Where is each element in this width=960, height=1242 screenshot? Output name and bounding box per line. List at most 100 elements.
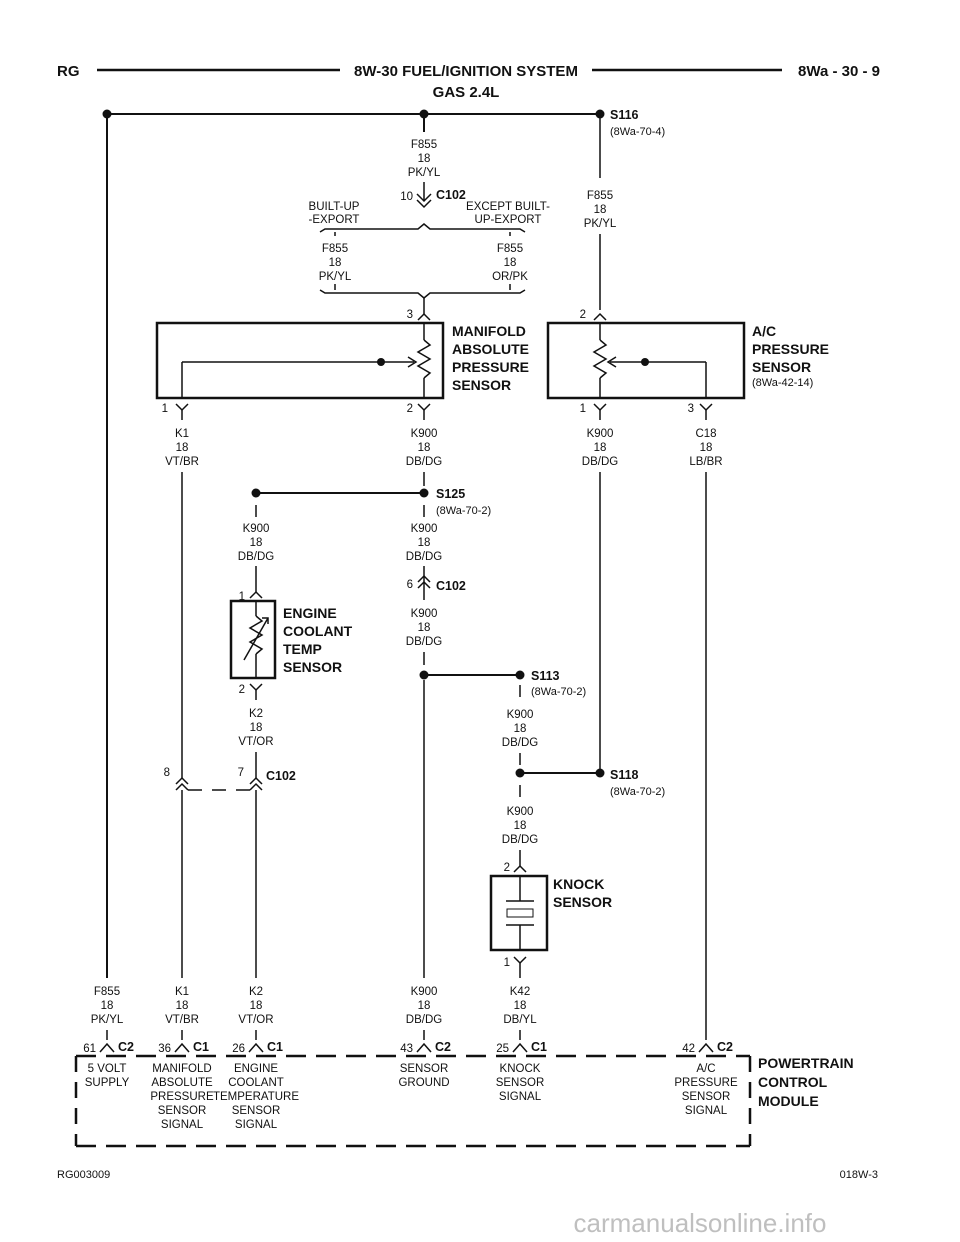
- svg-text:SIGNAL: SIGNAL: [499, 1091, 542, 1103]
- pin-c102-8: 8: [164, 767, 170, 779]
- svg-text:C1: C1: [531, 1040, 547, 1054]
- splice-s113-ref: (8Wa-70-2): [531, 686, 586, 698]
- svg-text:A/C: A/C: [752, 323, 776, 339]
- svg-text:PRESSURE: PRESSURE: [452, 359, 529, 375]
- connector-c102-mid: [417, 566, 431, 600]
- wire-label-k900-s118: K900 18 DB/DG: [502, 806, 538, 846]
- splice-s113-dot: [515, 670, 525, 680]
- splice-s116-ref: (8Wa-70-4): [610, 126, 665, 138]
- svg-text:F855: F855: [587, 190, 613, 202]
- svg-text:K2: K2: [249, 986, 263, 998]
- pcm-connector-pin-43: 43 C2: [400, 1040, 451, 1055]
- connector-c102-top-label: C102: [436, 188, 466, 202]
- wire-label-f855-opt-left: F855 18 PK/YL: [319, 243, 352, 283]
- svg-text:ENGINE: ENGINE: [234, 1063, 278, 1075]
- option-right-1: EXCEPT BUILT-: [466, 201, 550, 213]
- svg-text:18: 18: [418, 1000, 431, 1012]
- connector-c102-top: [416, 182, 432, 209]
- svg-text:18: 18: [176, 442, 189, 454]
- pcm-connector-pin-42: 42 C2: [682, 1040, 733, 1055]
- svg-text:DB/DG: DB/DG: [406, 551, 442, 563]
- svg-text:VT/OR: VT/OR: [238, 1014, 273, 1026]
- splice-dot: [102, 109, 112, 119]
- splice-s125-ref: (8Wa-70-2): [436, 505, 491, 517]
- svg-text:KNOCK: KNOCK: [500, 1063, 541, 1075]
- svg-text:ENGINE: ENGINE: [283, 605, 337, 621]
- wire-label-f855-s116: F855 18 PK/YL: [584, 190, 617, 230]
- header-subtitle: GAS 2.4L: [433, 84, 500, 101]
- svg-text:F855: F855: [94, 986, 120, 998]
- top-bus: [106, 113, 600, 978]
- svg-text:C1: C1: [193, 1040, 209, 1054]
- svg-text:SUPPLY: SUPPLY: [85, 1077, 130, 1089]
- svg-text:SENSOR: SENSOR: [752, 359, 811, 375]
- pin-ac-1: 1: [580, 403, 586, 415]
- svg-text:PK/YL: PK/YL: [584, 218, 617, 230]
- svg-text:25: 25: [496, 1043, 509, 1055]
- pcm-connector-pin-26: 26 C1: [232, 1040, 283, 1055]
- header-title: 8W-30 FUEL/IGNITION SYSTEM: [354, 63, 578, 80]
- pcm-wire-stubs: [106, 1030, 521, 1040]
- svg-text:DB/DG: DB/DG: [238, 551, 274, 563]
- splice-dot: [251, 488, 261, 498]
- svg-text:DB/DG: DB/DG: [406, 456, 442, 468]
- svg-text:DB/DG: DB/DG: [502, 834, 538, 846]
- svg-text:18: 18: [418, 153, 431, 165]
- svg-text:18: 18: [250, 722, 263, 734]
- pin-c102-6: 6: [407, 579, 413, 591]
- wire-label-k900-pcm: K900 18 DB/DG: [406, 986, 442, 1026]
- svg-text:A/C: A/C: [696, 1063, 715, 1075]
- ac-sensor-name: A/C PRESSURE SENSOR (8Wa-42-14): [752, 323, 829, 389]
- svg-text:18: 18: [504, 257, 517, 269]
- map-sensor-element: [181, 323, 432, 398]
- svg-text:18: 18: [594, 442, 607, 454]
- footer-figure-id: RG003009: [57, 1169, 110, 1181]
- splice-s125-dot: [419, 488, 429, 498]
- svg-text:ABSOLUTE: ABSOLUTE: [151, 1077, 213, 1089]
- pcm-connector-pin-61: 61 C2: [83, 1040, 134, 1055]
- splice-s118-ref: (8Wa-70-2): [610, 786, 665, 798]
- pcm-pin-desc-36: MANIFOLD ABSOLUTE PRESSURE SENSOR SIGNAL: [150, 1063, 214, 1131]
- pcm-module-box: [74, 1054, 752, 1148]
- svg-text:DB/DG: DB/DG: [582, 456, 618, 468]
- pcm-pin-desc-25: KNOCK SENSOR SIGNAL: [496, 1063, 545, 1103]
- svg-text:26: 26: [232, 1043, 245, 1055]
- splice-s113-label: S113: [531, 669, 560, 683]
- wire-label-k900-s125: K900 18 DB/DG: [406, 523, 442, 563]
- svg-text:F855: F855: [322, 243, 348, 255]
- svg-text:K900: K900: [507, 709, 534, 721]
- svg-text:SIGNAL: SIGNAL: [685, 1105, 728, 1117]
- svg-text:K2: K2: [249, 708, 263, 720]
- splice-dot: [419, 109, 429, 119]
- pcm-connector-pin-25: 25 C1: [496, 1040, 547, 1055]
- svg-text:SIGNAL: SIGNAL: [235, 1119, 278, 1131]
- wire-label-k900-s113: K900 18 DB/DG: [502, 709, 538, 749]
- ac-sensor-element: [592, 323, 707, 398]
- svg-text:18: 18: [594, 204, 607, 216]
- svg-text:F855: F855: [411, 139, 437, 151]
- wire-label-k42-pcm: K42 18 DB/YL: [503, 986, 537, 1026]
- pcm-connector-pin-36: 36 C1: [158, 1040, 209, 1055]
- svg-text:PK/YL: PK/YL: [319, 271, 352, 283]
- wire-label-k1-pcm: K1 18 VT/BR: [165, 986, 199, 1026]
- splice-s118-label: S118: [610, 768, 639, 782]
- wire-label-k1-map: K1 18 VT/BR: [165, 428, 199, 468]
- splice-s118-dot: [595, 768, 605, 778]
- splice-s125-label: S125: [436, 487, 465, 501]
- svg-text:K1: K1: [175, 986, 189, 998]
- ect-sensor-box: [229, 599, 277, 680]
- svg-text:TEMPERATURE: TEMPERATURE: [213, 1091, 299, 1103]
- svg-text:K900: K900: [507, 806, 534, 818]
- svg-text:K1: K1: [175, 428, 189, 440]
- svg-text:KNOCK: KNOCK: [553, 876, 604, 892]
- option-right-2: UP-EXPORT: [475, 214, 542, 226]
- svg-text:18: 18: [700, 442, 713, 454]
- svg-text:K900: K900: [411, 608, 438, 620]
- svg-text:C2: C2: [717, 1040, 733, 1054]
- svg-text:COOLANT: COOLANT: [283, 623, 353, 639]
- svg-text:C1: C1: [267, 1040, 283, 1054]
- svg-text:18: 18: [514, 820, 527, 832]
- svg-text:F855: F855: [497, 243, 523, 255]
- svg-text:SENSOR: SENSOR: [682, 1091, 731, 1103]
